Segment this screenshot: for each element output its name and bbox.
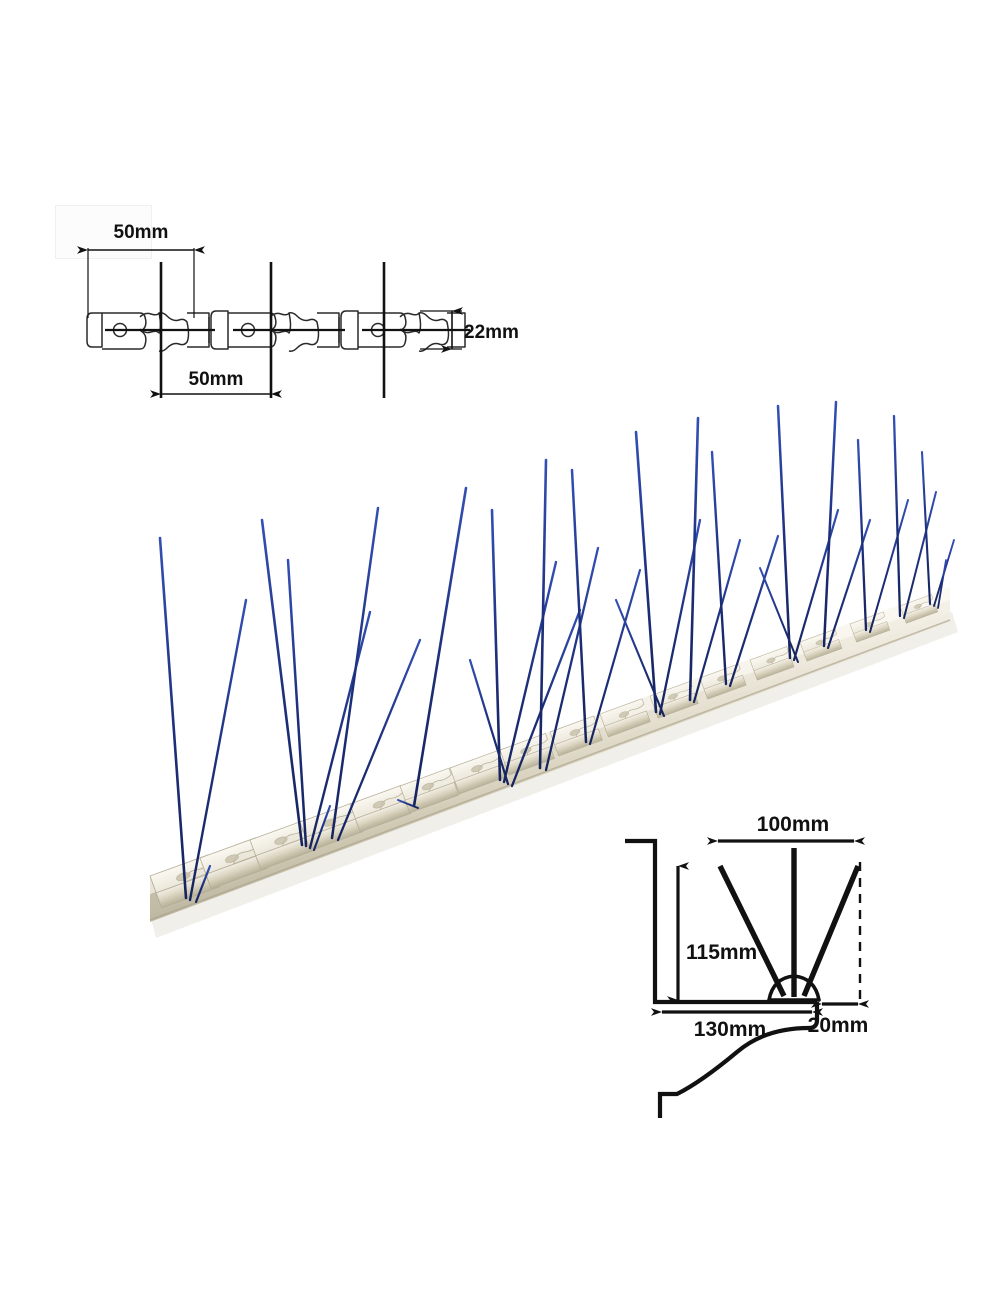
photo-base-segments xyxy=(149,594,939,909)
section-dimension-100mm: 100mm xyxy=(707,813,865,845)
section-dimension-20mm: 20mm xyxy=(808,1000,869,1037)
section-spikes xyxy=(717,848,861,998)
section-ledge-profile xyxy=(625,838,820,1118)
section-dimension-130mm: 130mm xyxy=(651,1008,823,1041)
plan-dim-50mm-top-label: 50mm xyxy=(114,222,169,243)
photo-spike-wires xyxy=(158,400,955,904)
plan-dim-22mm-label: 22mm xyxy=(464,322,519,343)
section-dim-130mm-label: 130mm xyxy=(694,1018,766,1041)
plan-dim-50mm-bottom-label: 50mm xyxy=(189,369,244,390)
section-dimension-115mm: 115mm xyxy=(667,862,757,1004)
section-dim-100mm-label: 100mm xyxy=(757,813,829,836)
section-dim-115mm-label: 115mm xyxy=(686,941,757,964)
plan-dimension-50mm-top: 50mm xyxy=(77,222,205,318)
plan-dimension-22mm: 22mm xyxy=(420,307,519,353)
section-dim-20mm-label: 20mm xyxy=(808,1014,869,1037)
plan-dimension-50mm-bottom: 50mm xyxy=(150,350,282,398)
